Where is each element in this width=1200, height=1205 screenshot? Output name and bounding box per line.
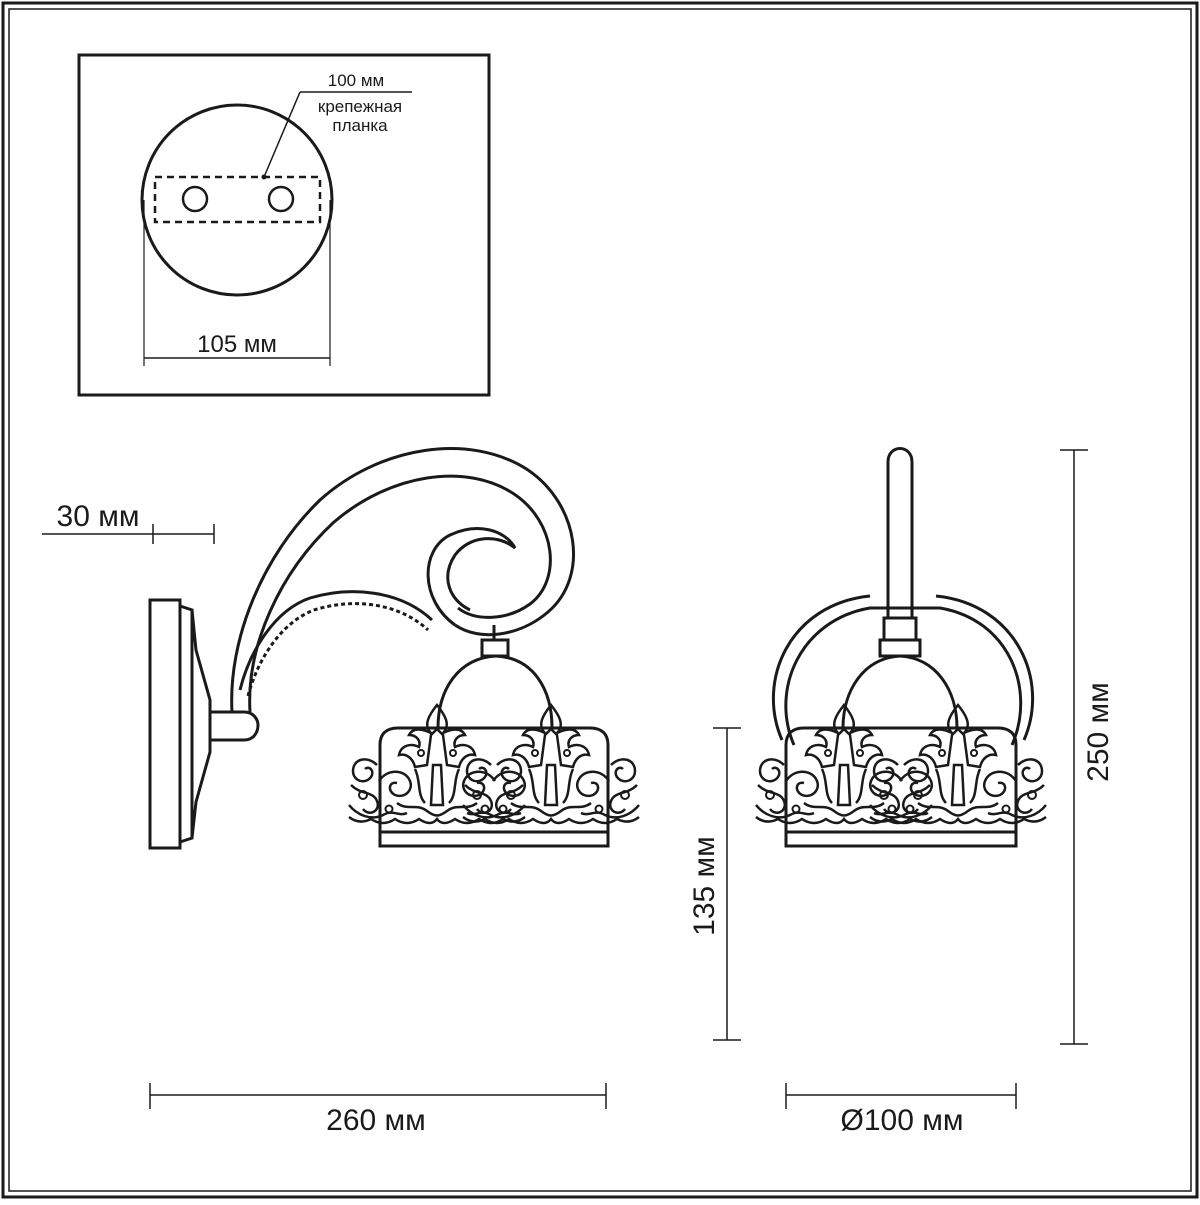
arm-connector	[210, 710, 260, 742]
arm-outer	[230, 447, 576, 713]
base-diameter-label: 105 мм	[197, 331, 277, 358]
wall-plate	[148, 598, 182, 850]
front-glass-shade	[784, 726, 1018, 848]
plate-name-line1: крепежная	[318, 97, 402, 116]
side-view	[148, 447, 641, 850]
wall-offset-label: 30 мм	[57, 500, 140, 533]
front-backplate-outer-left	[772, 594, 871, 741]
front-holder-cup	[841, 654, 959, 730]
total-height-dimension: 250 мм	[1060, 449, 1115, 1045]
front-backplate-arc	[784, 606, 1023, 746]
arm-inner	[248, 474, 552, 713]
total-length-label: 260 мм	[326, 1104, 426, 1137]
arm-curl	[426, 527, 517, 627]
shade-diameter-dimension: Ø100 мм	[785, 1083, 1017, 1137]
shade-holder-neck	[480, 638, 510, 658]
shade-diameter-label: Ø100 мм	[841, 1104, 964, 1137]
total-height-label: 250 мм	[1082, 682, 1115, 782]
screw-hole-left	[181, 185, 209, 213]
plate-name-line2: планка	[332, 116, 388, 135]
front-view	[754, 447, 1048, 848]
inner-frame	[8, 8, 1192, 1192]
mounting-base-inset: 100 мм крепежная планка 105 мм	[77, 53, 491, 397]
plate-leader-line	[263, 91, 301, 178]
glass-shade	[378, 726, 610, 848]
plate-width-label: 100 мм	[328, 71, 384, 90]
mounting-plate-dashed	[153, 175, 322, 224]
arm-brace-inner	[246, 602, 430, 697]
shade-height-dimension: 135 мм	[688, 727, 741, 1041]
front-holder-neck	[878, 638, 922, 658]
wall-plate-edge	[179, 604, 194, 844]
plate-leader-dot	[261, 174, 267, 180]
shade-height-label: 135 мм	[688, 836, 721, 936]
inset-border	[77, 53, 491, 397]
shade-holder-cup	[436, 654, 554, 730]
screw-hole-right	[267, 185, 295, 213]
wall-offset-dimension: 30 мм	[42, 500, 215, 544]
total-length-dimension: 260 мм	[149, 1083, 607, 1137]
base-circle	[140, 103, 334, 297]
front-backplate-outer-right	[935, 594, 1034, 741]
front-rod	[886, 447, 914, 620]
base-cup	[190, 609, 212, 839]
front-rod-collar	[882, 616, 918, 642]
arm-brace	[238, 590, 434, 691]
